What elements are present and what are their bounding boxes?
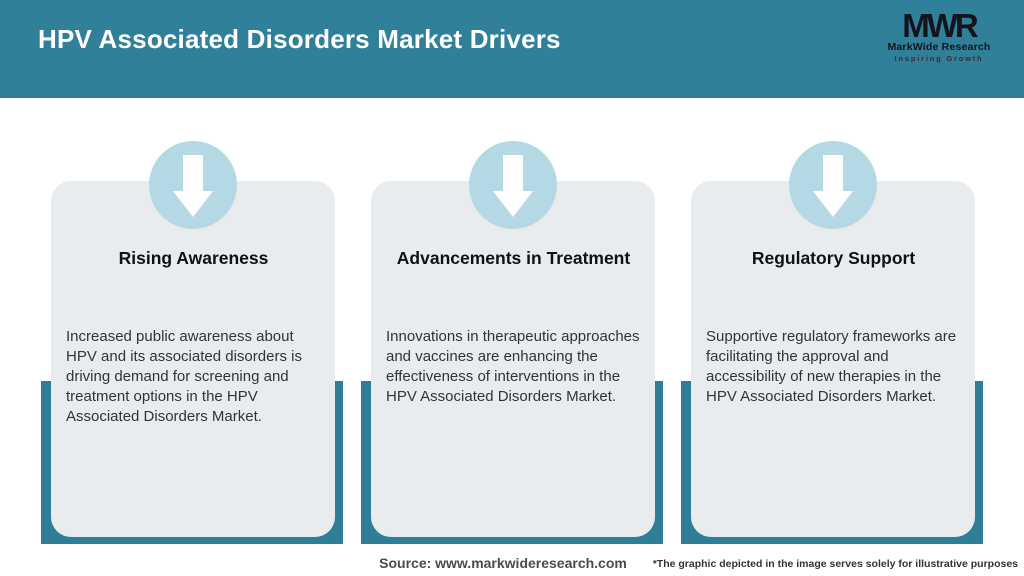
card-title: Regulatory Support: [751, 248, 916, 268]
logo-company-name: MarkWide Research: [887, 41, 991, 53]
markwide-research-logo: MWR MarkWide Research Inspiring Growth: [874, 7, 1004, 63]
down-arrow-icon: [469, 141, 557, 229]
driver-card-rising-awareness: Rising Awareness Increased public awaren…: [51, 141, 335, 537]
down-arrow-icon: [149, 141, 237, 229]
down-arrow-icon: [789, 141, 877, 229]
driver-card-advancements-in-treatment: Advancements in Treatment Innovations in…: [371, 141, 655, 537]
source-attribution: Source: www.markwideresearch.com: [379, 555, 627, 571]
driver-card-regulatory-support: Regulatory Support Supportive regulatory…: [691, 141, 975, 537]
card-title: Rising Awareness: [118, 248, 269, 268]
logo-mwr-monogram: MWR: [902, 7, 978, 44]
header-bar: HPV Associated Disorders Market Drivers …: [0, 0, 1024, 98]
card-body-text: Supportive regulatory frameworks are fac…: [706, 328, 957, 405]
disclaimer: *The graphic depicted in the image serve…: [652, 558, 1018, 570]
card-title: Advancements in Treatment: [396, 248, 631, 268]
page-title: HPV Associated Disorders Market Drivers: [38, 24, 561, 54]
card-body-text: Increased public awareness about HPV and…: [66, 328, 302, 425]
logo-tagline: Inspiring Growth: [894, 53, 984, 63]
card-body-text: Innovations in therapeutic approaches an…: [386, 328, 640, 405]
